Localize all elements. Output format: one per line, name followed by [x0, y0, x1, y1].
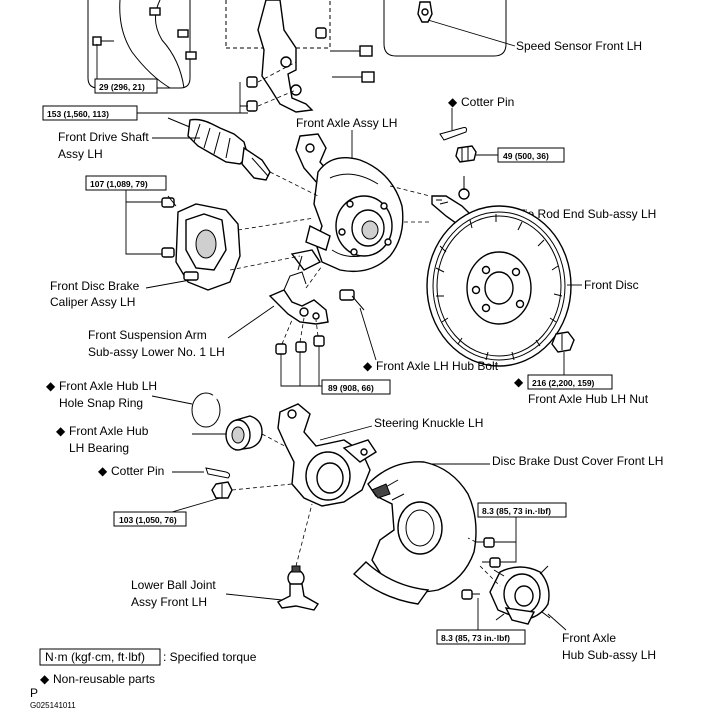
marker-cotter-pin-mid: ◆ — [98, 464, 108, 478]
legend-unit: N·m (kgf·cm, ft·lbf) — [45, 650, 145, 664]
label-hub-bearing-1: Front Axle Hub — [69, 424, 149, 438]
torque-89: 89 (908, 66) — [328, 383, 374, 393]
torque-box-89 — [321, 379, 391, 395]
strut-bracket-icon — [257, 0, 327, 113]
label-cotter-pin-mid: Cotter Pin — [111, 464, 164, 478]
label-susp-arm-1: Front Suspension Arm — [88, 328, 207, 342]
label-dust-cover: Disc Brake Dust Cover Front LH — [492, 454, 663, 468]
torque-49: 49 (500, 36) — [503, 151, 549, 161]
label-steering-knuckle: Steering Knuckle LH — [374, 416, 483, 430]
label-axle-assy: Front Axle Assy LH — [296, 116, 397, 130]
label-hub-nut: Front Axle Hub LH Nut — [528, 392, 649, 406]
marker-hub-bolt: ◆ — [363, 359, 373, 373]
speed-sensor-icon — [417, 1, 516, 47]
label-ball-joint-1: Lower Ball Joint — [131, 578, 216, 592]
sensor-wire-icon — [119, 0, 197, 89]
label-hub-bearing-2: LH Bearing — [69, 441, 129, 455]
hub-bearing-icon — [225, 415, 263, 451]
brake-caliper-icon — [161, 195, 241, 291]
cover-bolt-icon — [476, 537, 501, 568]
footer-p: P — [30, 686, 38, 700]
marker-hub-nut: ◆ — [514, 375, 524, 389]
torque-83b: 8.3 (85, 73 in.·lbf) — [441, 633, 510, 643]
label-caliper-1: Front Disc Brake — [50, 279, 140, 293]
label-hub-bolt: Front Axle LH Hub Bolt — [376, 359, 499, 373]
label-susp-arm-2: Sub-assy Lower No. 1 LH — [88, 345, 225, 359]
cotter-pin-mid-icon — [205, 467, 231, 479]
torque-83a: 8.3 (85, 73 in.·lbf) — [482, 506, 551, 516]
torque-box-29 — [94, 78, 158, 94]
legend-marker: ◆ — [40, 672, 50, 686]
cover-bolt-lower-icon — [461, 589, 480, 600]
arm-nuts-icon — [275, 335, 325, 355]
torque-box-83b — [436, 629, 526, 645]
front-axle-assy-icon — [290, 133, 404, 273]
drive-shaft-icon — [167, 117, 271, 181]
footer-code: G025141011 — [30, 701, 76, 710]
label-drive-shaft-2: Assy LH — [58, 147, 103, 161]
axle-hub-icon — [489, 565, 551, 625]
suspension-arm-icon — [268, 255, 329, 325]
ball-joint-icon — [276, 565, 319, 611]
label-cotter-pin-top: Cotter Pin — [461, 95, 514, 109]
marker-snap-ring: ◆ — [46, 379, 56, 393]
dust-cover-icon — [352, 461, 477, 605]
bolt-long-icon — [330, 45, 375, 83]
nut-icon — [246, 76, 258, 112]
castle-nut-icon — [455, 145, 477, 163]
hub-nut-icon — [551, 331, 575, 353]
hub-bolt-icon — [339, 289, 365, 311]
legend-specified-torque: : Specified torque — [163, 650, 257, 664]
torque-box-83a — [477, 502, 567, 518]
cotter-pin-icon — [439, 127, 467, 141]
torque-box-49 — [497, 147, 565, 163]
bolt-small-icon — [92, 36, 114, 46]
torque-box-216 — [527, 374, 613, 390]
marker-hub-bearing: ◆ — [56, 424, 66, 438]
label-tie-rod: Tie Rod End Sub-assy LH — [518, 207, 656, 221]
label-ball-joint-2: Assy Front LH — [131, 595, 207, 609]
torque-box-103 — [113, 511, 187, 527]
steering-knuckle-icon — [277, 403, 377, 507]
torque-103: 103 (1,050, 76) — [119, 515, 177, 525]
legend-nonreusable: Non-reusable parts — [53, 672, 155, 686]
castle-nut-mid-icon — [211, 481, 233, 499]
label-axle-hub-2: Hub Sub-assy LH — [562, 648, 656, 662]
torque-29: 29 (296, 21) — [99, 82, 145, 92]
label-snap-ring-2: Hole Snap Ring — [59, 396, 143, 410]
torque-153: 153 (1,560, 113) — [47, 109, 109, 119]
label-front-disc: Front Disc — [584, 278, 639, 292]
legend-unit-box — [39, 648, 161, 666]
torque-107: 107 (1,089, 79) — [90, 179, 148, 189]
label-axle-hub-1: Front Axle — [562, 631, 616, 645]
marker-cotter-pin-top: ◆ — [448, 95, 458, 109]
label-caliper-2: Caliper Assy LH — [50, 295, 135, 309]
label-snap-ring-1: Front Axle Hub LH — [59, 379, 157, 393]
snap-ring-icon — [191, 392, 221, 428]
label-speed-sensor: Speed Sensor Front LH — [516, 39, 642, 53]
front-disc-icon — [426, 205, 572, 367]
label-drive-shaft-1: Front Drive Shaft — [58, 130, 149, 144]
torque-216: 216 (2,200, 159) — [532, 378, 595, 388]
